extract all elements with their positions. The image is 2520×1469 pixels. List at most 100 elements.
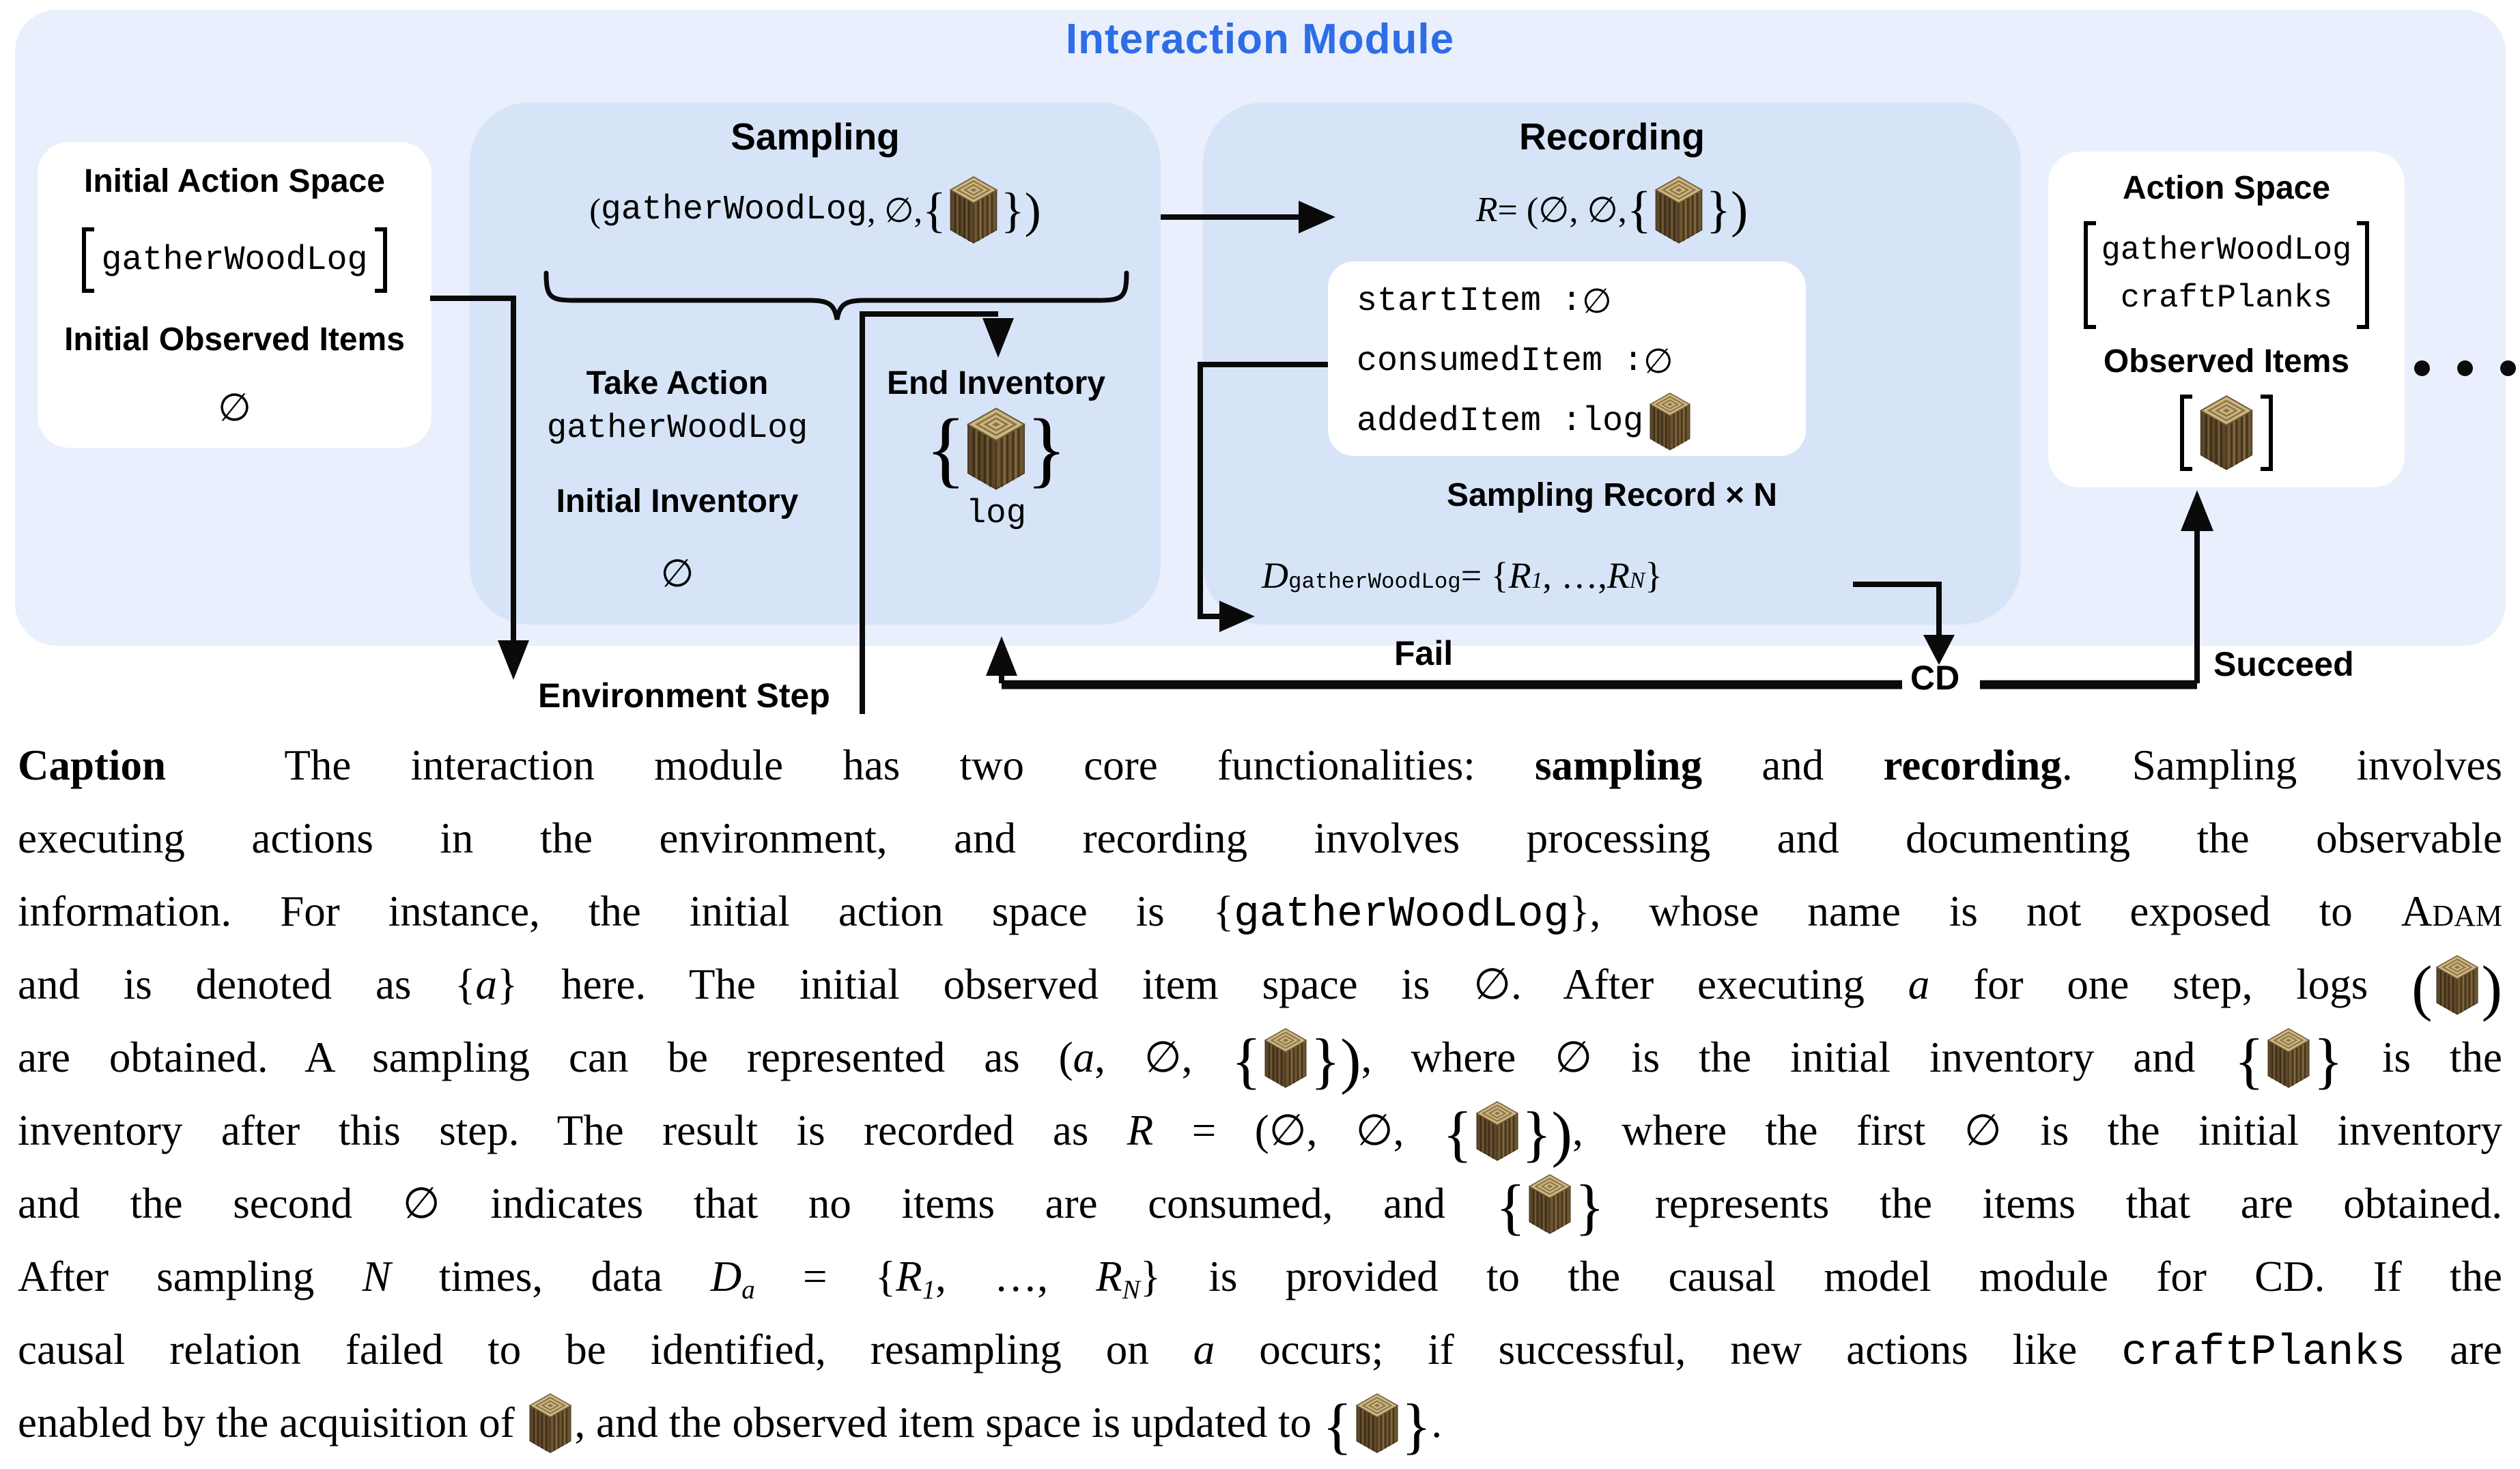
caption-line: are obtained. A sampling can be represen… <box>18 1021 2502 1094</box>
text-run: } <box>1401 1391 1432 1461</box>
figure-caption: Caption The interaction module has two c… <box>18 729 2502 1459</box>
text-run: R <box>896 1253 922 1300</box>
text-run: }) <box>1310 1026 1361 1096</box>
observed-items-set <box>2180 394 2273 471</box>
log-icon <box>1654 176 1703 244</box>
text-run: } is provided to the causal model module… <box>1139 1253 2502 1300</box>
text-run: = (∅, ∅, <box>1497 190 1627 230</box>
text-run: gatherWoodLog <box>1288 569 1461 595</box>
caption-line: and the second ∅ indicates that no items… <box>18 1167 2502 1240</box>
text-run: sampling <box>1535 741 1703 789</box>
text-run: and <box>1702 741 1884 789</box>
text-run: , and the observed item space is updated… <box>574 1399 1322 1446</box>
text-run: , ∅, <box>1094 1033 1232 1081</box>
sampling-record-label: Sampling Record × N <box>1446 477 1778 513</box>
text-run: and is denoted as { <box>18 960 476 1008</box>
initial-action-list: gatherWoodLog <box>82 227 387 294</box>
log-icon <box>1528 1174 1572 1234</box>
initial-inventory-label: Initial Inventory <box>556 483 799 519</box>
text-run: a <box>1073 1033 1095 1081</box>
text-run: { <box>2234 1026 2265 1096</box>
log-icon <box>2435 955 2479 1015</box>
text-run: } here. The initial observed item space … <box>497 960 1908 1008</box>
text-run: N <box>1122 1274 1140 1304</box>
take-action-value: gatherWoodLog <box>546 409 808 447</box>
text-run: } <box>1645 555 1663 596</box>
sampling-tuple: (gatherWoodLog, ∅, {}) <box>470 176 1161 244</box>
text-run: The interaction module has two core func… <box>166 741 1535 789</box>
sampling-box: Sampling (gatherWoodLog, ∅, {}) Take Act… <box>470 102 1161 625</box>
text-run: { <box>1322 1391 1353 1461</box>
text-run: ( <box>2411 953 2433 1023</box>
text-run: R <box>1508 555 1531 596</box>
text-run: craftPlanks <box>2121 1328 2406 1377</box>
text-run: times, data <box>391 1253 711 1300</box>
log-icon <box>2199 395 2254 470</box>
text-run: , where the first ∅ is the initial inven… <box>1572 1107 2502 1154</box>
text-run: information. For instance, the initial a… <box>18 887 1234 935</box>
text-run: enabled by the acquisition of <box>18 1399 526 1446</box>
initial-action-space-box: Initial Action Space gatherWoodLog Initi… <box>38 142 431 448</box>
log-icon <box>1649 393 1691 451</box>
caption-line: Caption The interaction module has two c… <box>18 729 2502 802</box>
recording-box: Recording R = (∅, ∅, {}) startItem : ∅ co… <box>1203 102 2021 625</box>
left-bracket-icon <box>82 227 95 294</box>
sampling-title: Sampling <box>731 115 900 158</box>
succeed-label: Succeed <box>2213 645 2354 683</box>
log-icon <box>1264 1028 1307 1088</box>
caption-line: causal relation failed to be identified,… <box>18 1313 2502 1386</box>
right-bracket-icon <box>2357 220 2370 329</box>
text-run: gatherWoodLog <box>1233 890 1570 939</box>
initial-observed-value: ∅ <box>218 386 251 429</box>
take-action-column: Take Action gatherWoodLog Initial Invent… <box>513 365 841 596</box>
text-run: = (∅, ∅, <box>1153 1107 1443 1154</box>
cd-label: CD <box>1910 659 1960 697</box>
text-run: is the <box>2343 1033 2502 1081</box>
end-inventory-value: log <box>965 494 1027 532</box>
caption-line: enabled by the acquisition of , and the … <box>18 1386 2502 1459</box>
text-run: are obtained. A sampling can be represen… <box>18 1033 1073 1081</box>
text-run: { <box>1231 1026 1262 1096</box>
record-field-row: consumedItem : ∅ <box>1357 331 1806 391</box>
environment-step-label: Environment Step <box>538 676 830 715</box>
text-run: }) <box>1521 1099 1572 1169</box>
text-run: . Sampling involves <box>2061 741 2503 789</box>
text-run: ) <box>2481 953 2502 1023</box>
text-run: 1 <box>922 1274 936 1304</box>
caption-line: executing actions in the environment, an… <box>18 802 2502 875</box>
text-run: occurs; if successful, new actions like <box>1215 1326 2122 1373</box>
sampling-record-card: startItem : ∅ consumedItem : ∅addedItem :… <box>1328 261 1806 456</box>
text-run: Adam <box>2401 887 2502 935</box>
caption-line: and is denoted as {a} here. The initial … <box>18 948 2502 1021</box>
text-run: } <box>2313 1026 2344 1096</box>
initial-observed-items-label: Initial Observed Items <box>64 321 405 358</box>
caption-line: After sampling N times, data Da = {R1, …… <box>18 1240 2502 1313</box>
record-field-row: addedItem : log <box>1357 391 1806 451</box>
text-run: Caption <box>18 741 167 789</box>
log-icon <box>949 176 998 244</box>
text-run: N <box>362 1253 391 1300</box>
text-run: { <box>1442 1099 1473 1169</box>
log-icon <box>528 1393 572 1453</box>
end-inventory-column: End Inventory { } log <box>856 365 1136 532</box>
action-item: gatherWoodLog <box>2101 232 2352 269</box>
record-field-key: startItem : <box>1357 281 1583 321</box>
text-run: = { <box>754 1253 896 1300</box>
recording-title: Recording <box>1519 115 1705 158</box>
text-run: R <box>1475 190 1498 229</box>
text-run: gatherWoodLog <box>600 190 867 229</box>
caption-line: inventory after this step. The result is… <box>18 1094 2502 1167</box>
left-bracket-icon <box>2083 220 2096 329</box>
ellipsis-icon <box>2414 360 2516 376</box>
record-formula: R = (∅, ∅, {}) <box>1203 176 2021 244</box>
text-run: , …, <box>935 1253 1096 1300</box>
text-run: inventory after this step. The result is… <box>18 1107 1127 1154</box>
record-field-value: ∅ <box>1582 282 1612 320</box>
action-item: craftPlanks <box>2120 280 2333 317</box>
log-icon <box>1355 1393 1399 1453</box>
log-icon <box>2267 1028 2310 1088</box>
figure-title: Interaction Module <box>1065 16 1455 63</box>
